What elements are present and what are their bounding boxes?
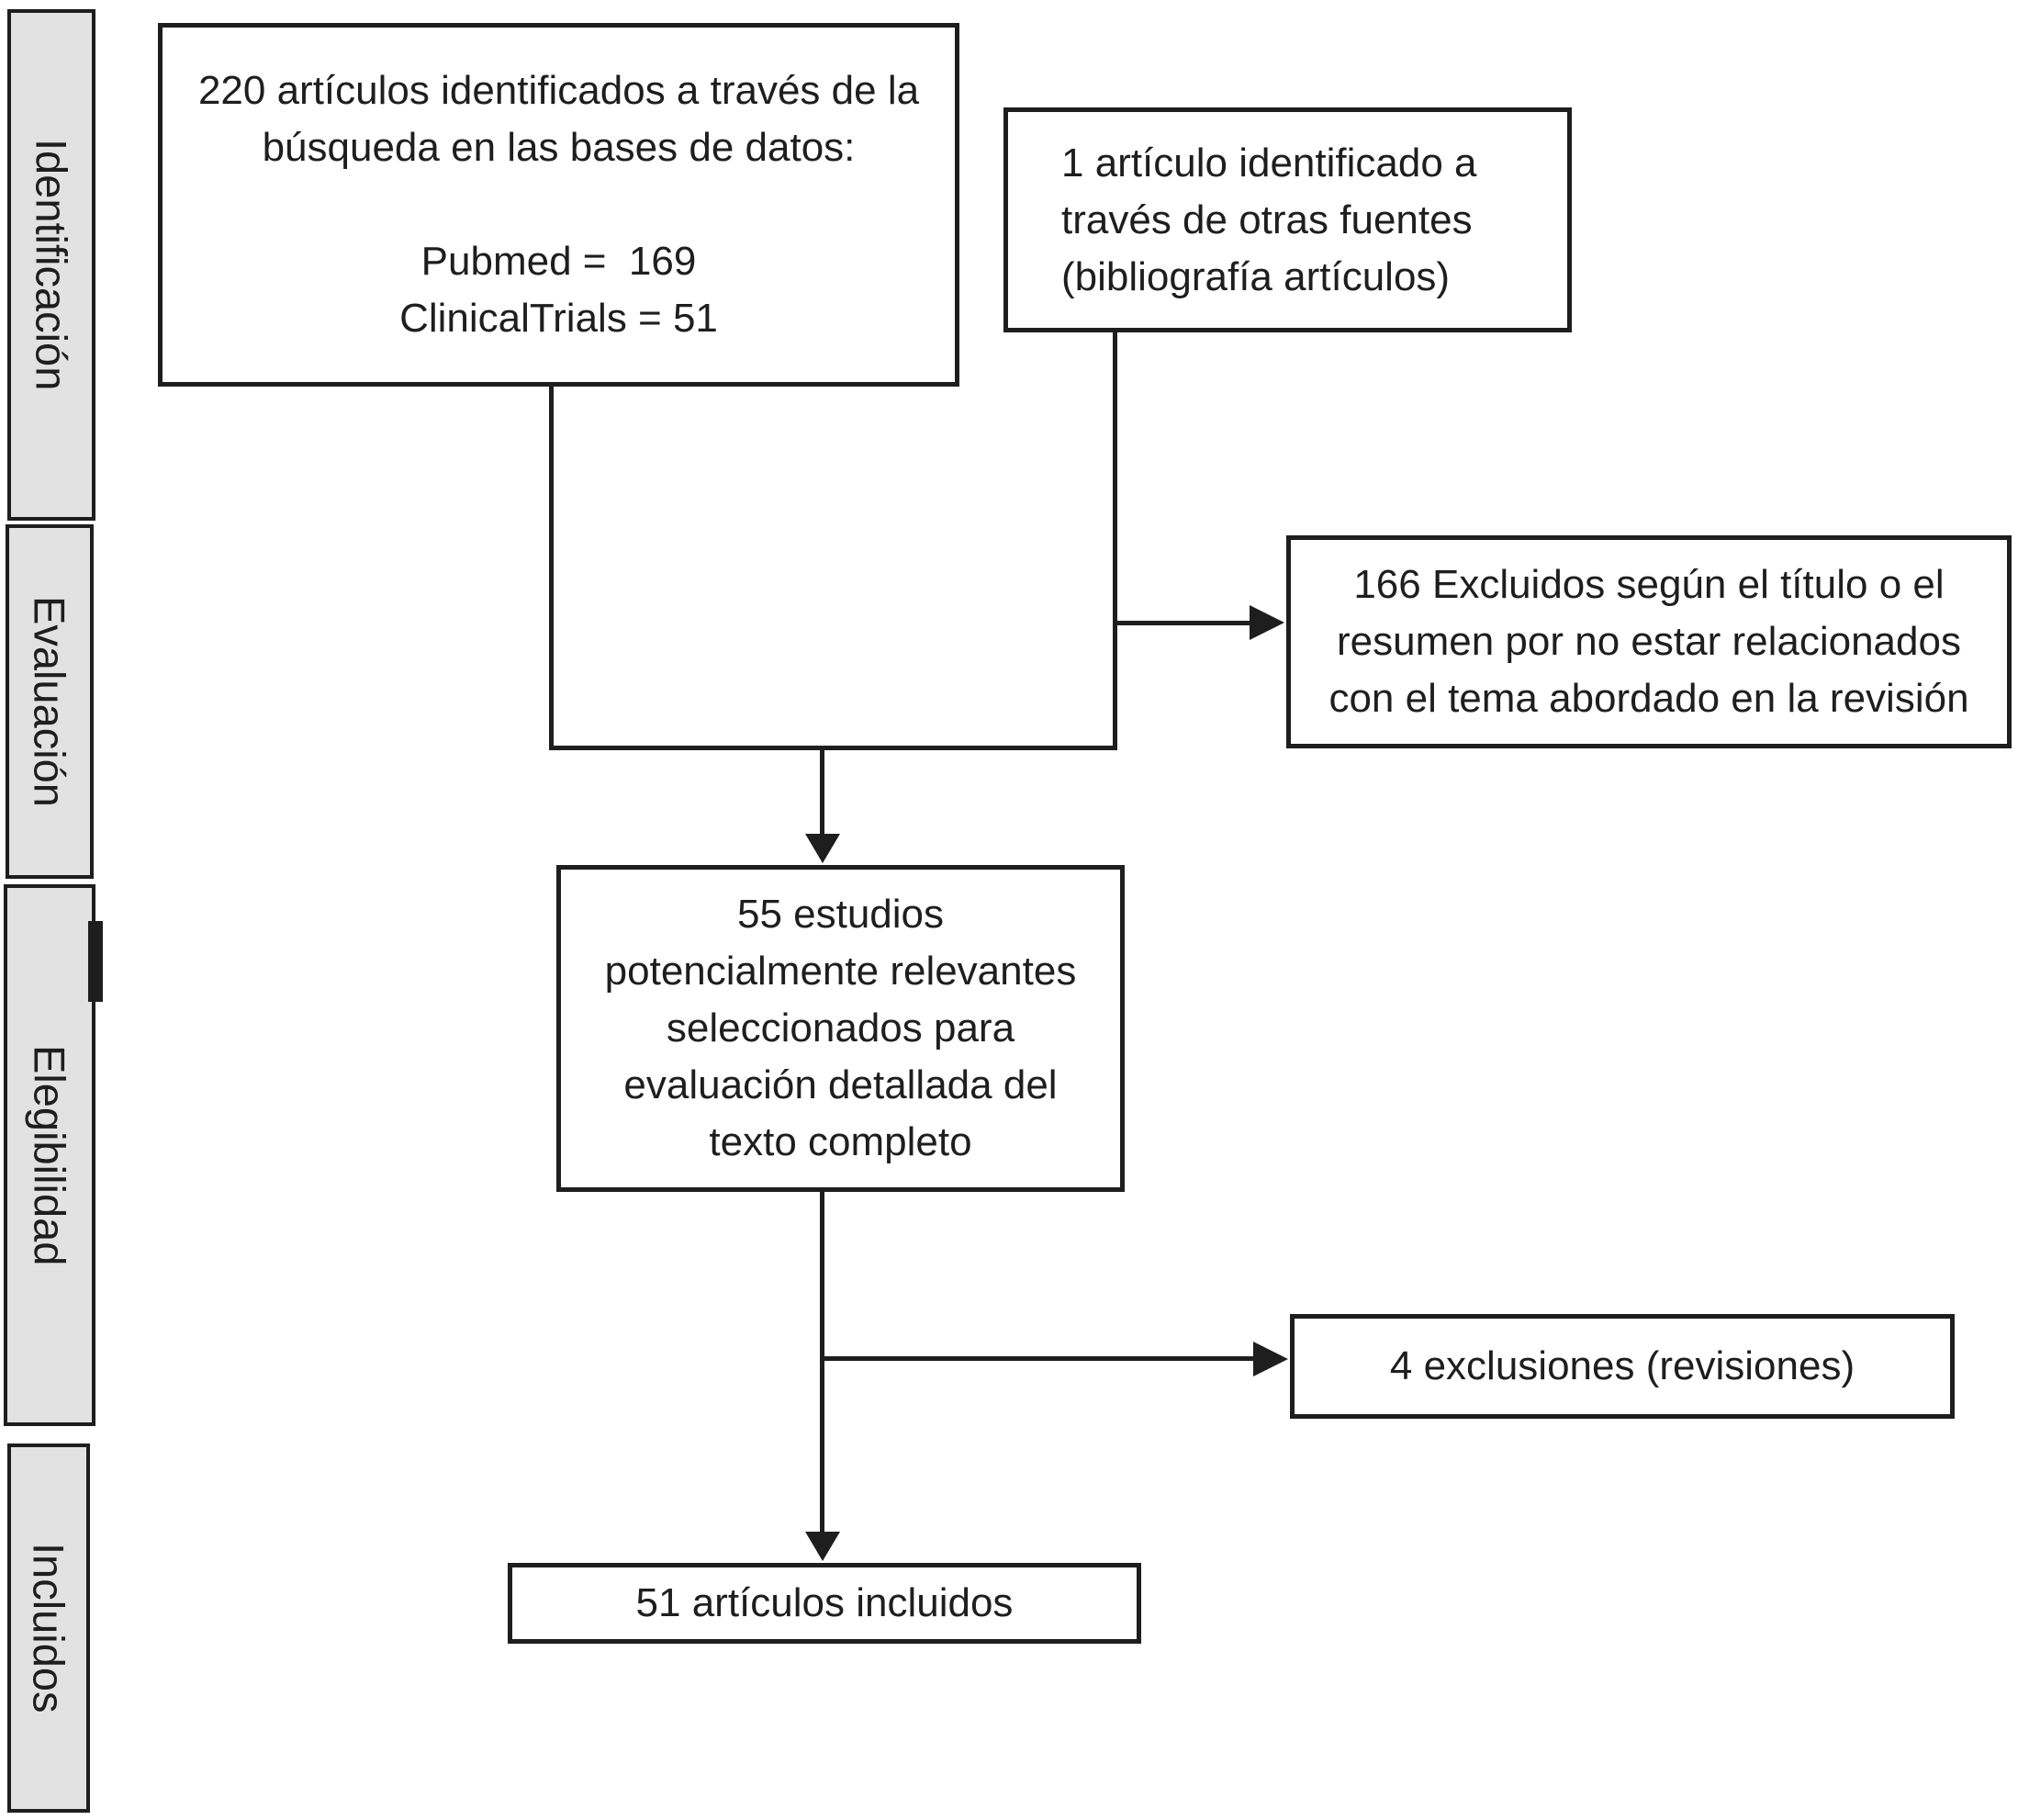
stage-label-incluidos: Incluidos [24, 1543, 73, 1713]
stage-band-identificacion: Identificación [7, 9, 95, 521]
connector-to-exclusions [820, 1356, 1253, 1361]
box-identified-databases: 220 artículos identificados a través de … [158, 23, 959, 387]
connector-to-fulltext [820, 746, 824, 839]
arrowhead-down-fulltext-icon [805, 834, 840, 863]
box-other-sources: 1 artículo identificado a través de otra… [1003, 107, 1572, 332]
box-articles-included: 51 artículos incluidos [508, 1563, 1141, 1644]
stage-band-incluidos: Incluidos [7, 1444, 90, 1813]
box-fulltext-assessed: 55 estudios potencialmente relevantes se… [556, 865, 1125, 1192]
connector-to-excluded [1113, 621, 1252, 625]
box-exclusions-reviews: 4 exclusiones (revisiones) [1290, 1314, 1955, 1419]
arrowhead-right-excluded-icon [1250, 605, 1284, 640]
arrowhead-right-exclusions-icon [1253, 1342, 1288, 1376]
stage-band-elegibilidad: Elegibilidad [4, 884, 95, 1426]
stage-label-identificacion: Identificación [27, 139, 76, 391]
stage-band-evaluacion: Evaluación [6, 524, 94, 879]
stage-label-elegibilidad: Elegibilidad [25, 1044, 74, 1266]
box-excluded-title-abstract: 166 Excluidos según el título o el resum… [1286, 535, 2012, 748]
connector-collector [549, 746, 1117, 750]
arrowhead-down-included-icon [805, 1532, 840, 1561]
stage-border-artifact [88, 921, 103, 1002]
connector-to-included [820, 1192, 824, 1534]
stage-label-evaluacion: Evaluación [25, 596, 74, 807]
connector-from-identified [549, 387, 554, 749]
connector-from-other-sources [1113, 332, 1117, 749]
